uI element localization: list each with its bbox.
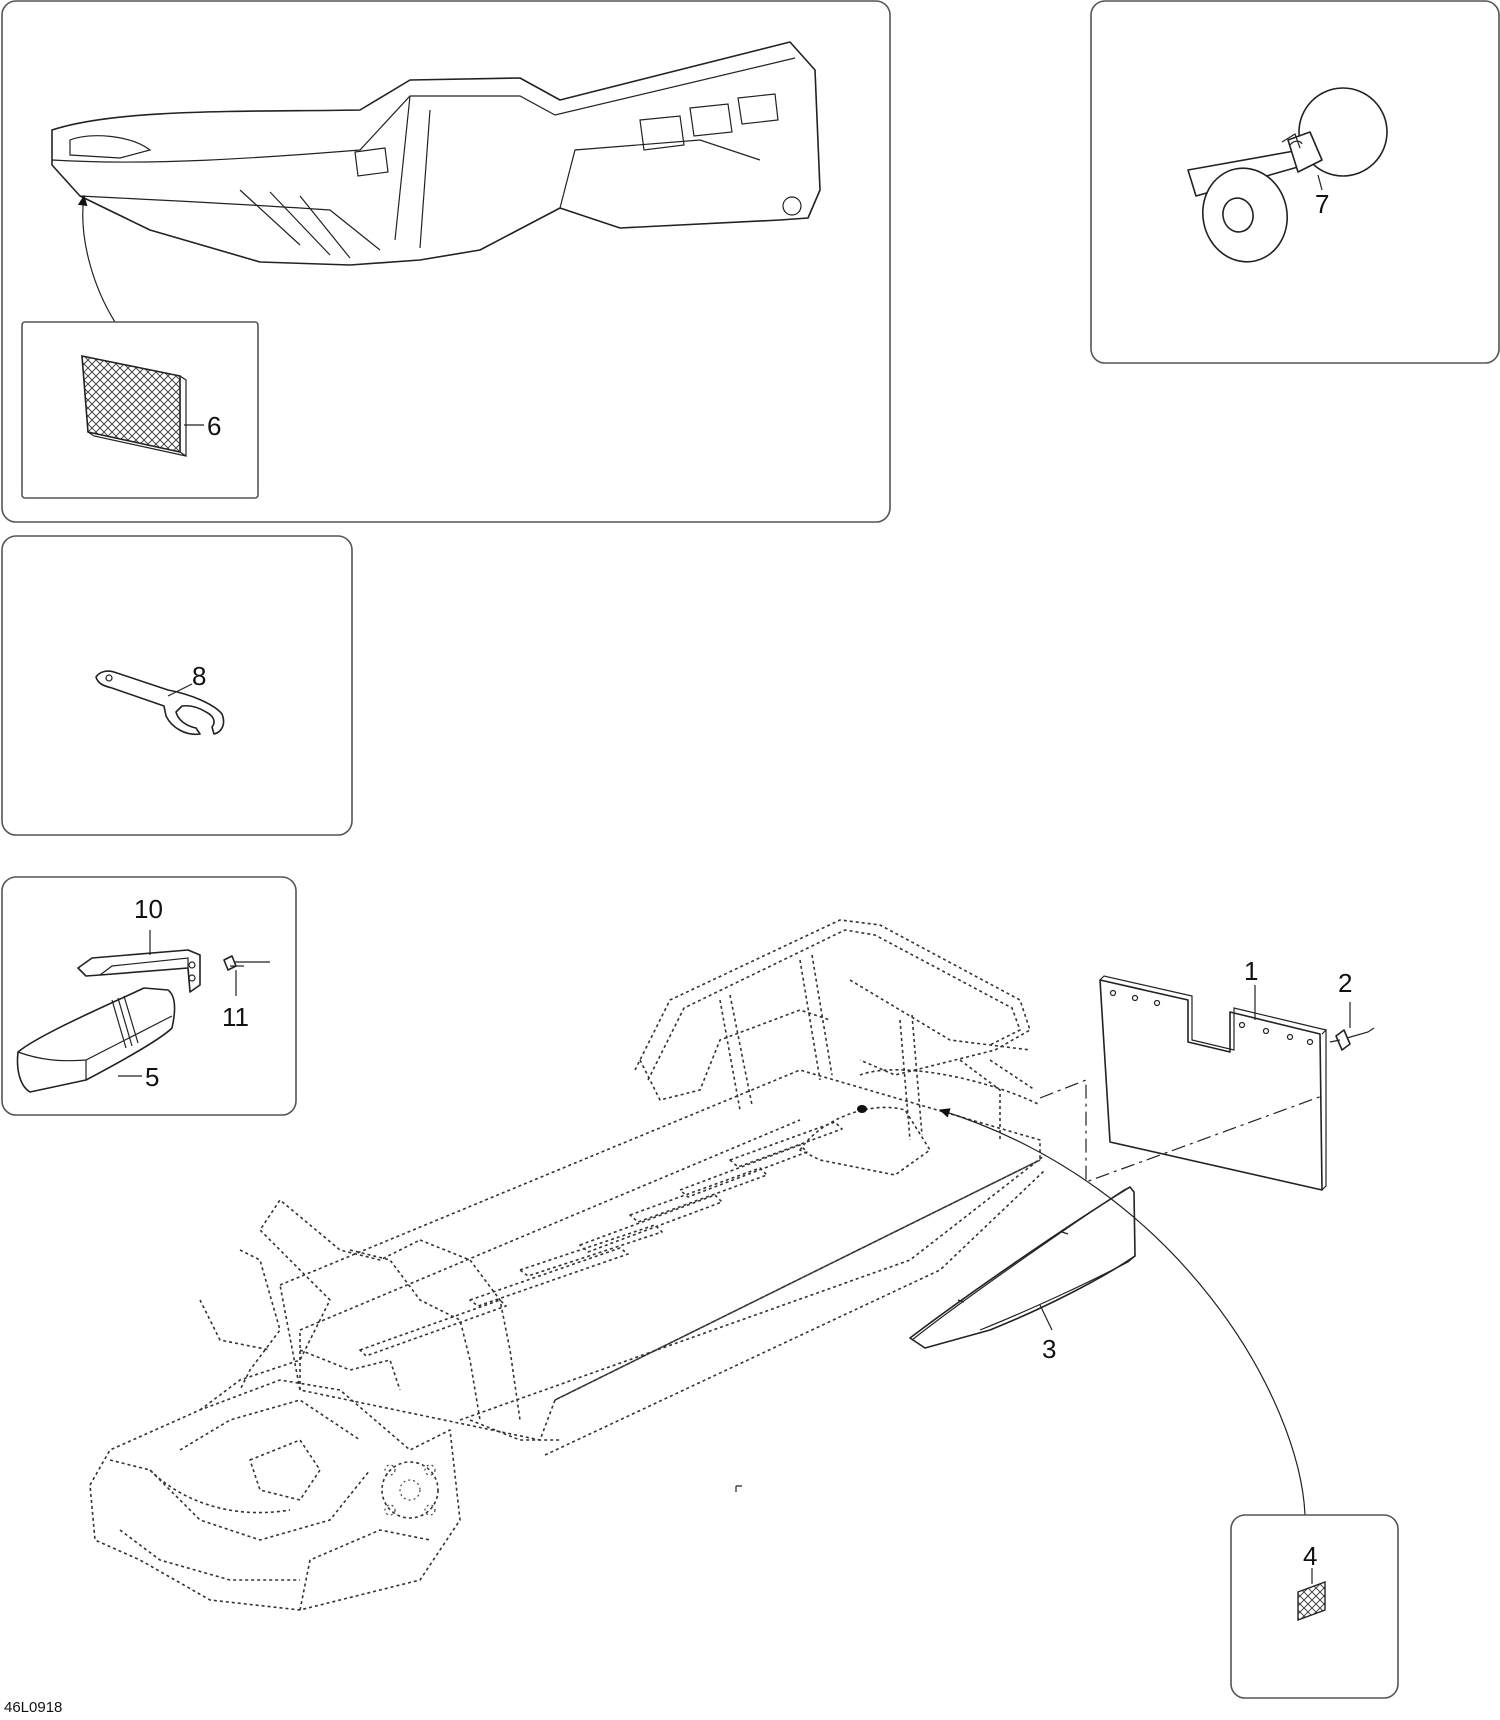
callout-5: 5 <box>145 1062 159 1092</box>
horn-part <box>1187 87 1388 263</box>
mud-flap-part <box>1099 975 1328 1191</box>
callout-7: 7 <box>1315 189 1329 219</box>
callout-6: 6 <box>207 411 221 441</box>
leader-to-reflector-inset <box>938 1108 1306 1516</box>
side-reflector-part <box>1297 1580 1326 1622</box>
callout-10: 10 <box>134 894 163 924</box>
horn-panel: 7 <box>1090 0 1500 364</box>
callout-1: 1 <box>1244 956 1258 986</box>
side-reflector-inset: 4 <box>1230 1514 1399 1699</box>
drawing-code: 46L0918 <box>4 1699 62 1716</box>
rear-bumper-drawing <box>51 41 821 266</box>
rivet-part <box>223 955 270 971</box>
side-panel-part <box>909 1186 1136 1349</box>
storage-bag-part <box>16 987 176 1093</box>
bumper-reflector-panel: 6 <box>1 0 891 523</box>
callout-8: 8 <box>192 661 206 691</box>
callout-2: 2 <box>1338 968 1352 998</box>
callout-4: 4 <box>1303 1541 1317 1571</box>
bracket-part <box>77 949 201 993</box>
install-line-flap <box>1039 1079 1323 1183</box>
reflector-inset: 6 <box>21 321 259 499</box>
callout-3: 3 <box>1042 1334 1056 1364</box>
reflector-part <box>81 355 187 458</box>
spanner-wrench-part <box>95 670 225 736</box>
flap-rivet-part <box>1329 1027 1375 1051</box>
callout-11: 11 <box>222 1002 249 1032</box>
spanner-panel: 8 <box>1 535 353 836</box>
frame-rack-drawing <box>89 919 1046 1611</box>
bag-kit-panel: 10 11 5 <box>1 876 297 1116</box>
